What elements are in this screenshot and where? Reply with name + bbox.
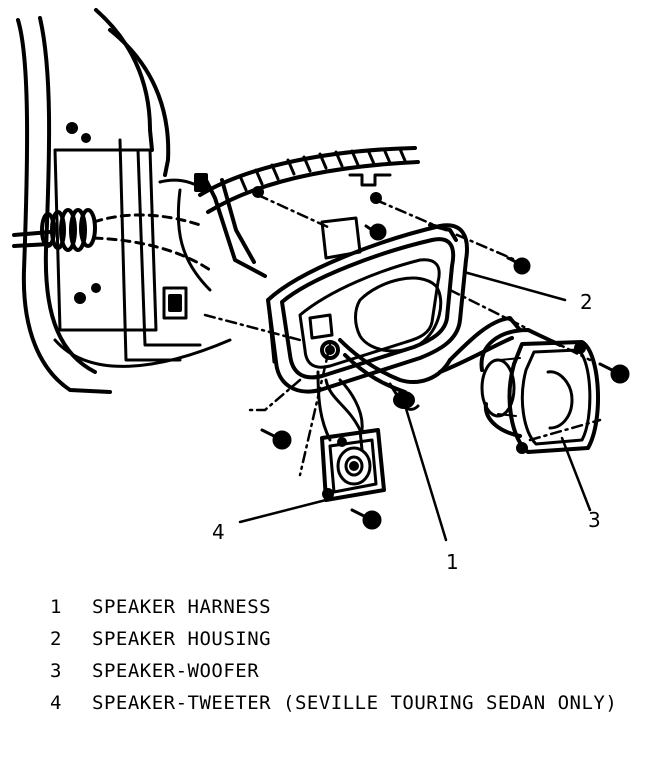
callout-2: 2 bbox=[580, 290, 593, 314]
legend-item: 2 SPEAKER HOUSING bbox=[50, 628, 640, 660]
legend-item: 4 SPEAKER-TWEETER (SEVILLE TOURING SEDAN… bbox=[50, 692, 640, 748]
harness-grommet bbox=[12, 208, 212, 272]
legend-text: SPEAKER-TWEETER (SEVILLE TOURING SEDAN O… bbox=[92, 692, 618, 714]
speaker-housing bbox=[266, 216, 469, 394]
legend-text: SPEAKER HARNESS bbox=[92, 596, 272, 618]
legend-text: SPEAKER-WOOFER bbox=[92, 660, 260, 682]
leader-lines bbox=[238, 270, 592, 542]
screw-icon bbox=[506, 256, 531, 275]
speaker-tweeter bbox=[320, 378, 386, 502]
legend-item: 1 SPEAKER HARNESS bbox=[50, 596, 640, 628]
callout-3: 3 bbox=[588, 508, 601, 532]
screw-icon bbox=[350, 508, 382, 530]
screw-icon bbox=[598, 362, 630, 384]
upper-harness bbox=[176, 146, 420, 292]
mounting-screws bbox=[260, 223, 630, 530]
legend-number: 2 bbox=[50, 628, 62, 650]
speaker-harness bbox=[316, 316, 522, 452]
callout-4: 4 bbox=[212, 520, 225, 544]
legend-number: 3 bbox=[50, 660, 62, 682]
callout-1: 1 bbox=[446, 550, 459, 574]
legend-text: SPEAKER HOUSING bbox=[92, 628, 272, 650]
speaker-woofer bbox=[479, 328, 600, 454]
screw-icon bbox=[260, 428, 292, 450]
door-panel bbox=[16, 8, 232, 394]
legend-number: 1 bbox=[50, 596, 62, 618]
screw-icon bbox=[364, 223, 387, 241]
legend-item: 3 SPEAKER-WOOFER bbox=[50, 660, 640, 692]
speaker-assembly-diagram bbox=[12, 8, 630, 542]
legend-number: 4 bbox=[50, 692, 62, 714]
parts-legend: 1 SPEAKER HARNESS 2 SPEAKER HOUSING 3 SP… bbox=[50, 596, 640, 748]
